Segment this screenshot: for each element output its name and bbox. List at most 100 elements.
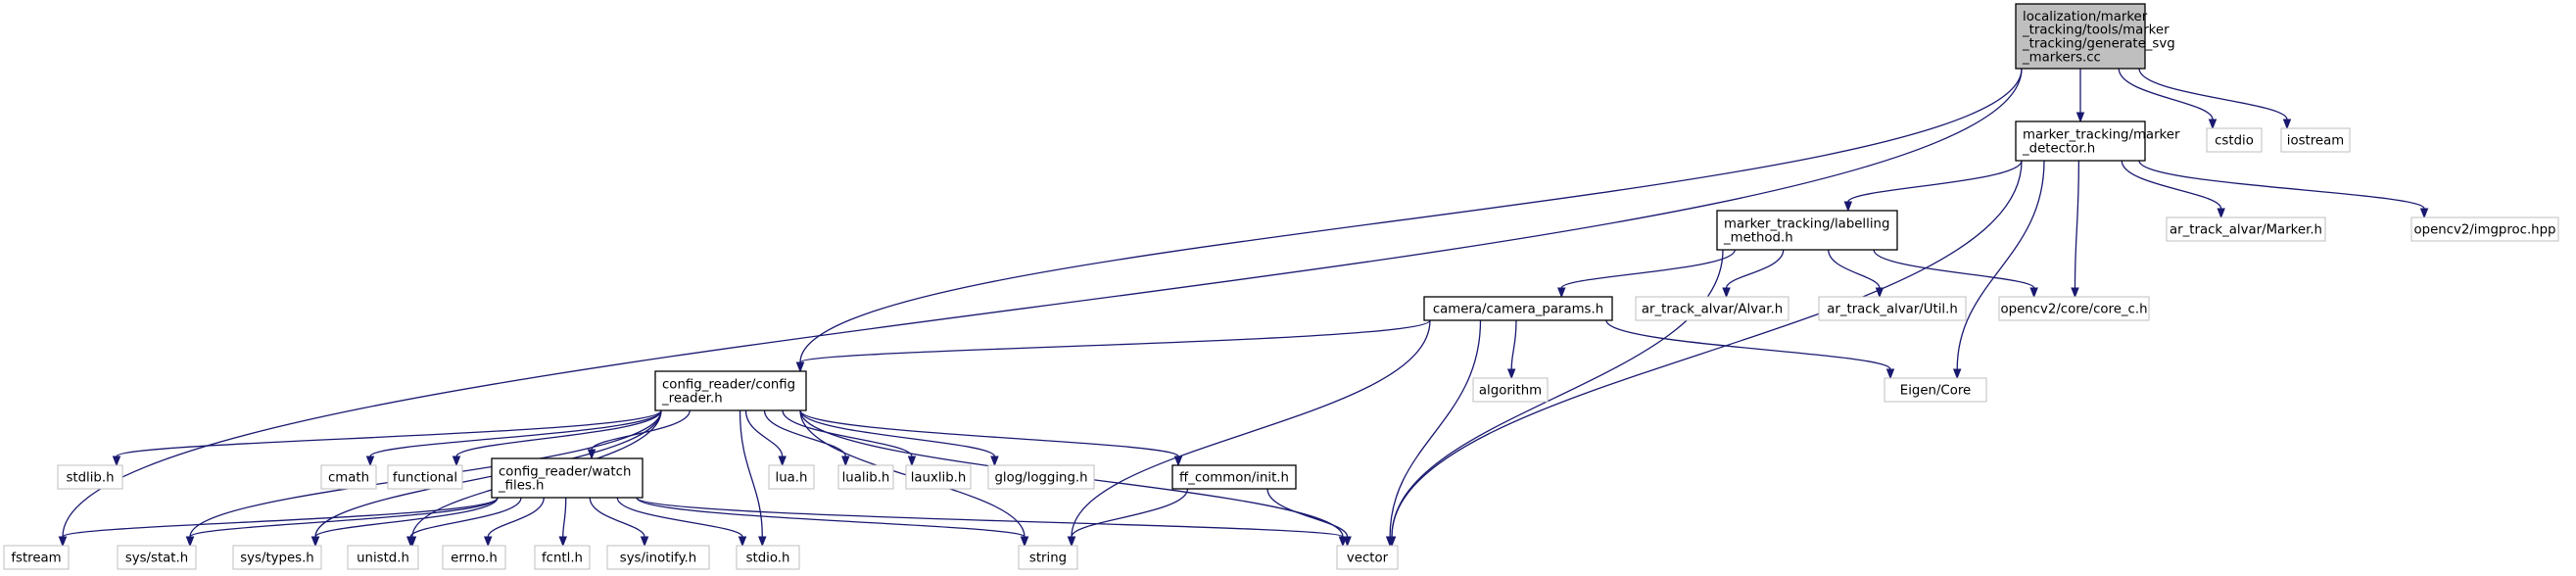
node-labelling-method[interactable]: marker_tracking/labelling_method.h (1716, 210, 1898, 251)
node-label: cmath (328, 471, 369, 486)
node-label: stdio.h (746, 552, 790, 566)
node-util: ar_track_alvar/Util.h (1818, 296, 1967, 321)
edge-labelling-method-to-vector (1391, 249, 1724, 538)
node-box (1336, 545, 1399, 570)
node-label: _reader.h (661, 392, 723, 407)
node-label: _detector.h (2022, 142, 2095, 157)
edge-marker-detector-to-ar-marker (2121, 160, 2222, 210)
arrowhead (2075, 112, 2085, 123)
node-label: config_reader/config (662, 378, 795, 393)
edge-watch-files-to-inotify (589, 497, 645, 538)
arrowhead (2419, 208, 2429, 219)
node-fstream: fstream (3, 545, 70, 570)
node-label: lauxlib.h (911, 471, 967, 486)
arrowhead (2029, 287, 2038, 299)
node-box (987, 464, 1095, 490)
edge-root-to-fstream (62, 68, 2023, 538)
node-inotify: sys/inotify.h (606, 545, 710, 570)
arrowhead (185, 536, 195, 548)
node-box[interactable] (1423, 296, 1613, 321)
node-label: algorithm (1479, 384, 1542, 399)
node-alvar: ar_track_alvar/Alvar.h (1635, 296, 1789, 321)
node-label: ff_common/init.h (1179, 471, 1289, 486)
edge-camera-params-to-config-reader (799, 319, 1431, 363)
arrowhead (841, 456, 850, 467)
node-box (768, 464, 815, 490)
node-box (2206, 127, 2263, 153)
arrowhead (1885, 368, 1895, 380)
edge-root-to-cstdio (2118, 68, 2214, 120)
node-label: vector (1347, 552, 1389, 566)
edge-camera-params-to-vector (1389, 319, 1482, 538)
edge-camera-params-to-string (1071, 319, 1431, 538)
edge-marker-detector-to-eigen (1956, 160, 2045, 370)
edge-labelling-method-to-core-c (1873, 249, 2035, 289)
edge-config-reader-to-lauxlib (782, 409, 913, 457)
node-box (57, 464, 123, 490)
node-camera-params[interactable]: camera/camera_params.h (1423, 296, 1613, 321)
node-marker-detector[interactable]: marker_tracking/marker_detector.h (2015, 120, 2180, 162)
node-label: iostream (2287, 134, 2344, 149)
node-label: marker_tracking/labelling (1724, 217, 1889, 232)
node-label: cstdio (2215, 134, 2254, 149)
node-sys-stat: sys/stat.h (117, 545, 197, 570)
node-box[interactable] (654, 370, 807, 411)
node-box (320, 464, 377, 490)
node-root[interactable]: localization/marker_tracking/tools/marke… (2015, 3, 2175, 70)
node-fcntl: fcntl.h (534, 545, 591, 570)
node-stdlib: stdlib.h (57, 464, 123, 490)
edge-marker-detector-to-imgproc (2138, 160, 2425, 210)
arrowhead (1067, 536, 1076, 548)
node-box[interactable] (2015, 120, 2146, 162)
node-watch-files[interactable]: config_reader/watch_files.h (491, 457, 644, 499)
arrowhead (795, 361, 805, 373)
arrowhead (778, 456, 787, 467)
arrowhead (2071, 287, 2079, 299)
node-label: opencv2/imgproc.hpp (2414, 223, 2556, 238)
edge-watch-files-to-sys-stat (189, 497, 499, 538)
node-box[interactable] (1716, 210, 1898, 251)
node-glog: glog/logging.h (987, 464, 1095, 490)
edge-marker-detector-to-vector (1391, 160, 2023, 538)
node-errno: errno.h (442, 545, 506, 570)
arrowhead (758, 536, 767, 548)
edge-labelling-method-to-util (1828, 249, 1881, 289)
node-stdio: stdio.h (736, 545, 800, 570)
edge-config-reader-to-lua (744, 409, 784, 457)
node-box (442, 545, 506, 570)
node-ff-init[interactable]: ff_common/init.h (1171, 464, 1297, 490)
edge-camera-params-to-algorithm (1510, 319, 1517, 370)
node-box (3, 545, 70, 570)
node-string: string (1018, 545, 1078, 570)
node-label: unistd.h (357, 552, 409, 566)
node-imgproc: opencv2/imgproc.hpp (2410, 216, 2559, 242)
node-label: lua.h (776, 471, 808, 486)
node-box[interactable] (1171, 464, 1297, 490)
node-box (232, 545, 322, 570)
node-lualib: lualib.h (837, 464, 894, 490)
edge-config-reader-to-functional (455, 409, 662, 457)
node-label: sys/inotify.h (620, 552, 696, 566)
arrowhead (2208, 119, 2218, 130)
node-box[interactable] (2015, 3, 2146, 70)
node-box (117, 545, 197, 570)
node-box[interactable] (491, 457, 644, 499)
node-label: sys/stat.h (125, 552, 188, 566)
node-box (387, 464, 463, 490)
arrowhead (1343, 536, 1352, 548)
node-box (2410, 216, 2559, 242)
node-config-reader[interactable]: config_reader/config_reader.h (654, 370, 807, 411)
edge-watch-files-to-vector (636, 497, 1344, 538)
arrowhead (58, 536, 68, 548)
node-box (534, 545, 591, 570)
edge-root-to-iostream (2138, 68, 2288, 120)
node-ar-marker: ar_track_alvar/Marker.h (2166, 216, 2326, 242)
arrowhead (1385, 536, 1395, 548)
edge-ff-init-to-string (1071, 488, 1189, 538)
arrowhead (907, 456, 917, 467)
node-label: _method.h (1723, 231, 1793, 246)
node-cstdio: cstdio (2206, 127, 2263, 153)
edge-watch-files-to-stdio (616, 497, 743, 538)
node-box (1818, 296, 1967, 321)
